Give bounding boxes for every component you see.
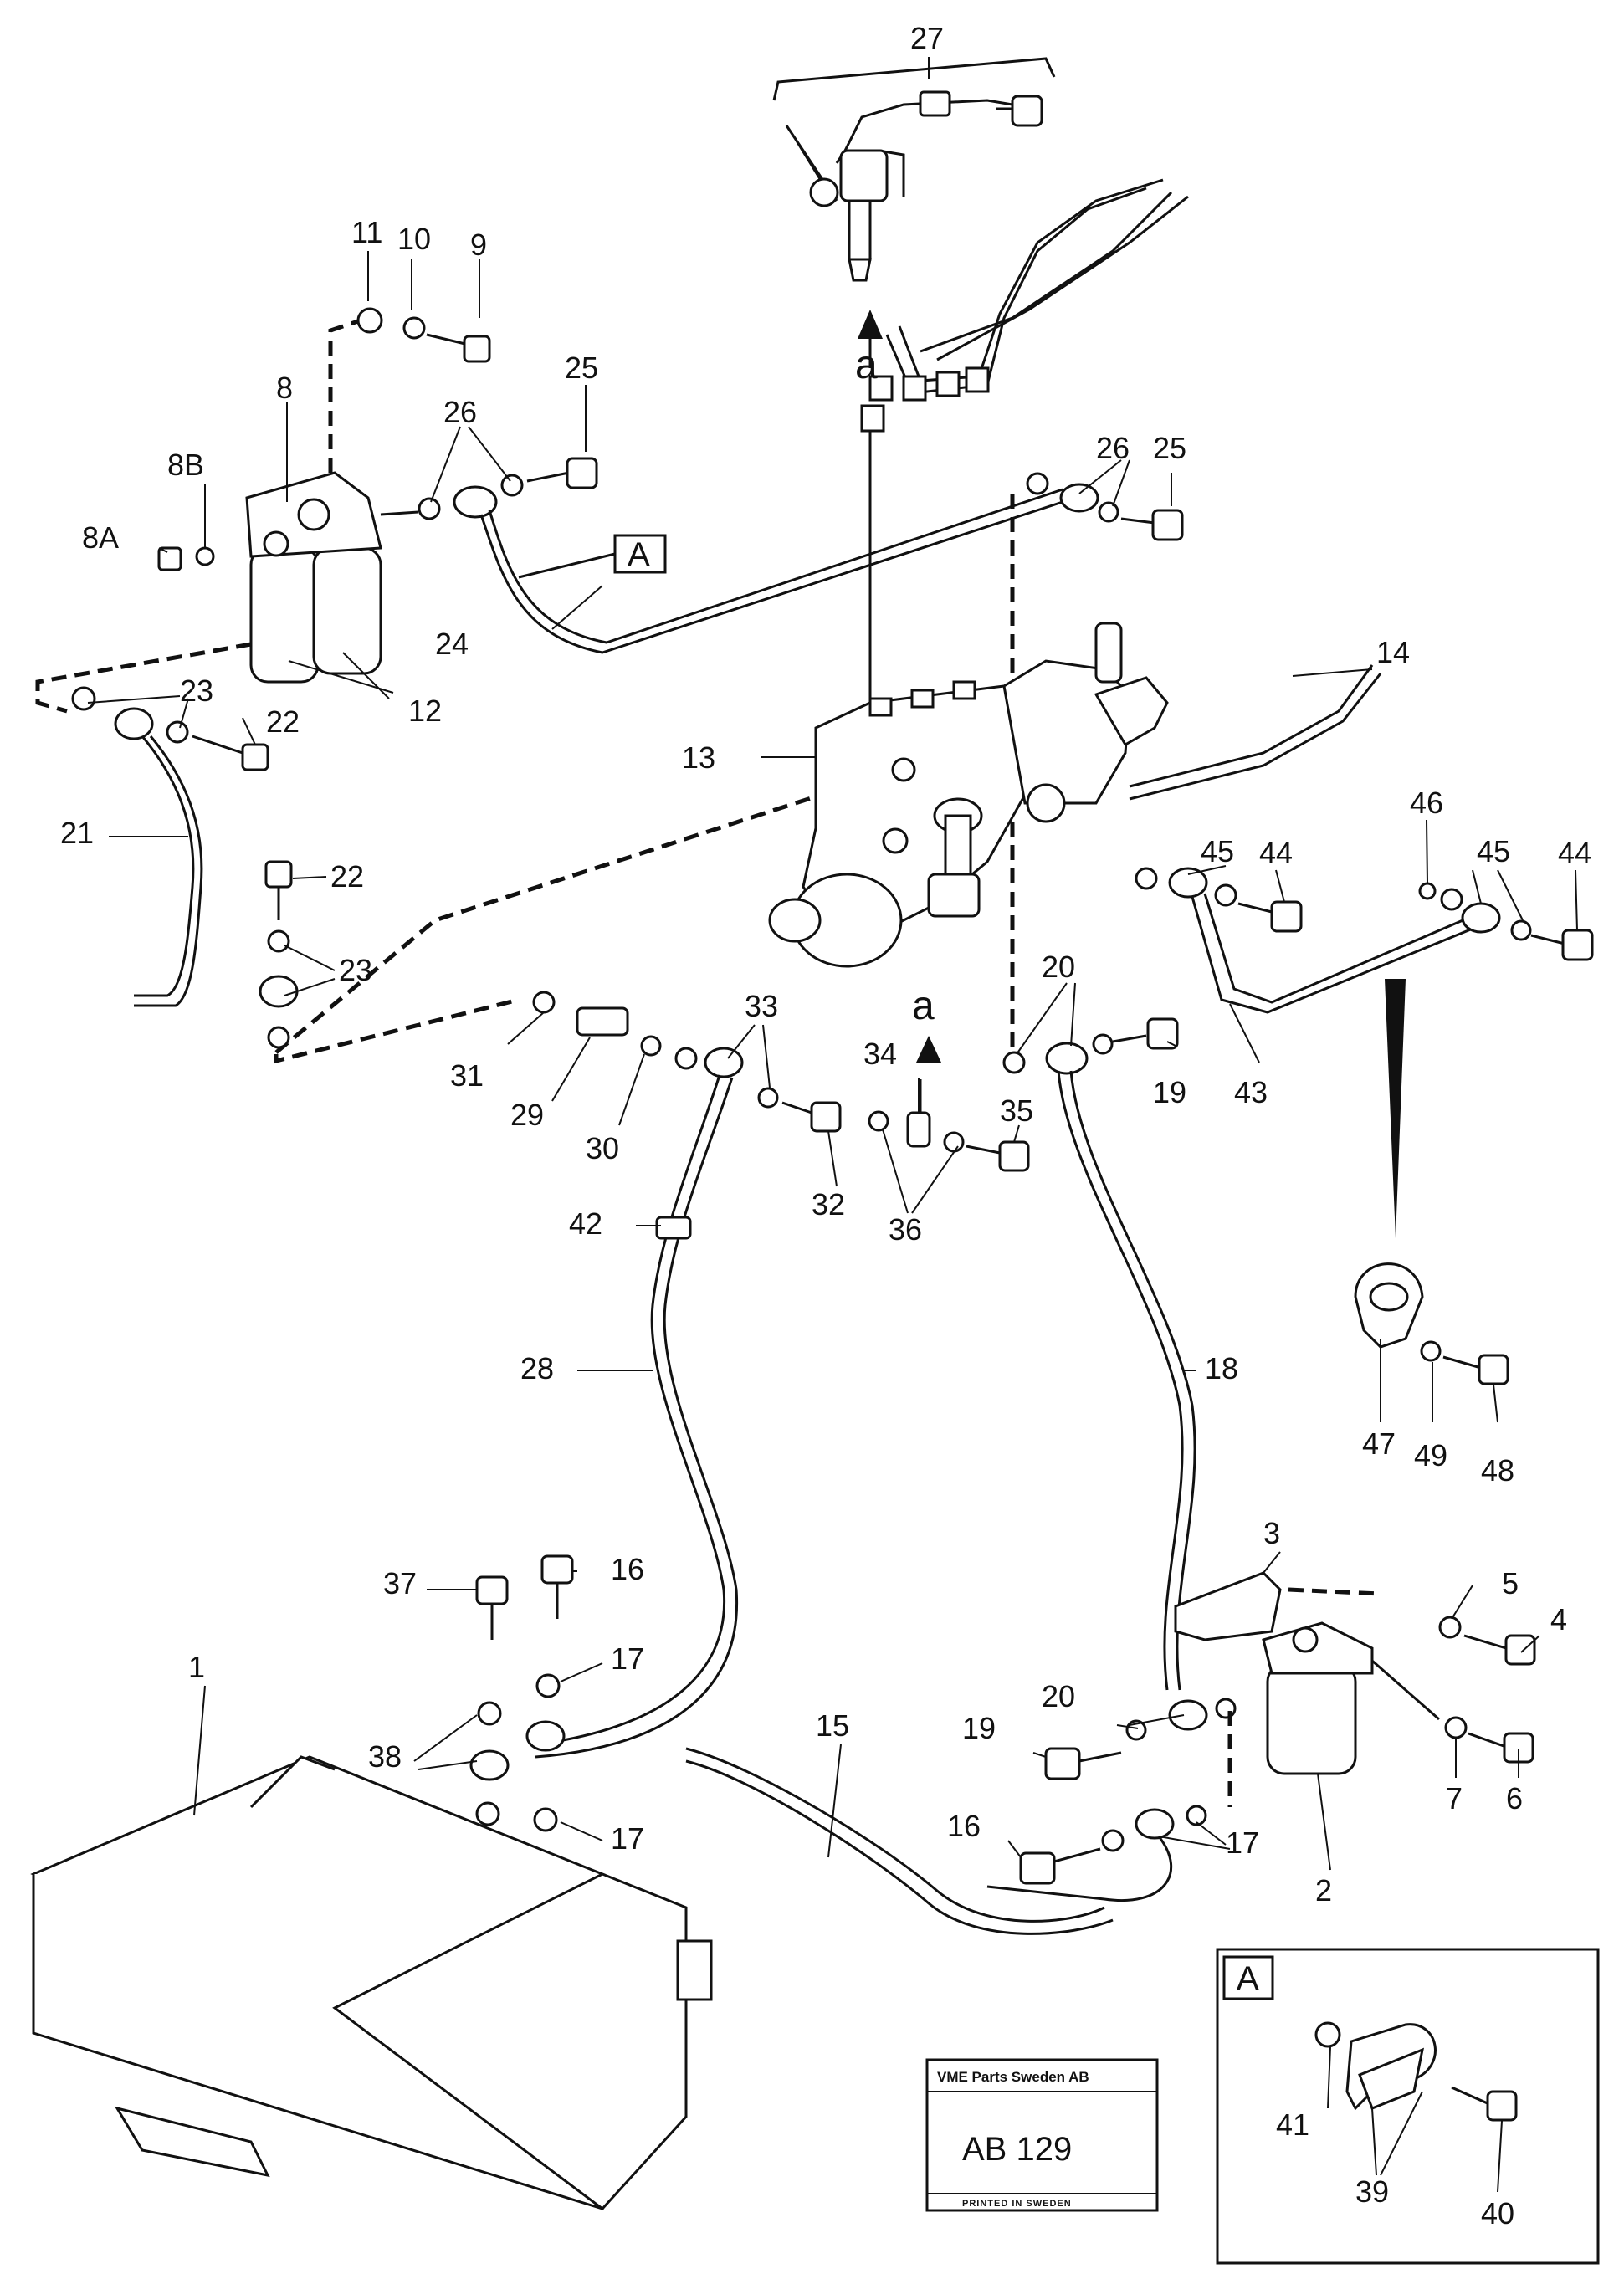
callout-48: 48 [1481, 1453, 1514, 1488]
callout-20-lower: 20 [1042, 1679, 1075, 1713]
callout-49: 49 [1414, 1438, 1447, 1472]
banjo-line-left [71, 686, 299, 1049]
callout-7: 7 [1446, 1781, 1463, 1815]
callout-36: 36 [889, 1212, 922, 1247]
callout-25-right: 25 [1153, 431, 1186, 465]
callout-24: 24 [435, 627, 469, 661]
callout-29: 29 [510, 1098, 544, 1132]
callout-28: 28 [520, 1351, 554, 1385]
callout-41: 41 [1276, 2107, 1309, 2142]
callout-8a: 8A [82, 520, 119, 555]
callout-25-left: 25 [565, 351, 598, 385]
callout-8: 8 [276, 371, 293, 405]
stamp-footer: PRINTED IN SWEDEN [962, 2199, 1072, 2209]
callout-38: 38 [368, 1739, 402, 1774]
view-arrow-label-lower: a [912, 984, 935, 1028]
callout-23-upper: 23 [180, 673, 213, 708]
callout-16-upper: 16 [611, 1552, 644, 1586]
callout-19-upper: 19 [1153, 1075, 1186, 1109]
callout-23-lower: 23 [339, 953, 372, 987]
callout-11: 11 [351, 215, 382, 249]
bolt-washers-9-11 [356, 307, 491, 363]
callout-30: 30 [586, 1131, 619, 1165]
parts-stamp: VME Parts Sweden AB AB 129 PRINTED IN SW… [925, 2058, 1159, 2212]
injection-pump [768, 622, 1382, 968]
callout-17-upper: 17 [611, 1641, 644, 1676]
callout-27: 27 [910, 21, 944, 55]
callout-15: 15 [816, 1708, 849, 1743]
callout-42: 42 [569, 1206, 602, 1241]
banjo-fitting-upper: A [418, 457, 1063, 654]
callout-16-lower: 16 [947, 1809, 981, 1843]
callout-35: 35 [1000, 1093, 1033, 1128]
callout-45-right: 45 [1477, 834, 1510, 868]
callout-1: 1 [188, 1650, 205, 1684]
detail-a-label: A [1237, 1960, 1259, 1997]
callout-17-right: 17 [1226, 1826, 1259, 1860]
fuel-filter-lower [1174, 1571, 1536, 1775]
callout-31: 31 [450, 1058, 484, 1093]
callout-4: 4 [1550, 1602, 1567, 1636]
callout-18: 18 [1205, 1351, 1238, 1385]
callout-46: 46 [1410, 786, 1443, 820]
callout-8b: 8B [167, 448, 204, 482]
callout-40: 40 [1481, 2196, 1514, 2230]
callout-5: 5 [1502, 1566, 1519, 1600]
callout-39: 39 [1355, 2174, 1389, 2209]
leader-lines [87, 57, 1578, 2193]
callout-2: 2 [1315, 1873, 1332, 1908]
callout-14: 14 [1376, 635, 1410, 669]
callout-6: 6 [1506, 1781, 1523, 1815]
detail-a-box: A [1216, 1948, 1600, 2265]
callout-19-lower: 19 [962, 1711, 996, 1745]
fuel-filter-upper [157, 315, 419, 684]
callout-17-lower: 17 [611, 1821, 644, 1856]
callout-13: 13 [682, 740, 715, 775]
view-arrow-label: a [855, 343, 878, 387]
callout-44-right: 44 [1558, 836, 1591, 870]
callout-37: 37 [383, 1566, 417, 1600]
callout-22-lower: 22 [330, 859, 364, 894]
callout-labels: 27 11 10 9 25 8 8B 8A 26 24 12 23 22 21 … [60, 21, 1591, 2230]
callout-34: 34 [863, 1037, 897, 1071]
callout-44-left: 44 [1259, 836, 1293, 870]
callout-12: 12 [408, 694, 442, 728]
callout-43: 43 [1234, 1075, 1268, 1109]
fuel-tank [30, 1755, 713, 2211]
injector-assembly: a [772, 57, 1189, 728]
clamp-detail-right [1354, 1262, 1509, 1385]
callout-22-upper: 22 [266, 704, 300, 739]
callout-32: 32 [812, 1187, 845, 1221]
return-line-right [1135, 867, 1594, 1238]
detail-a-reference-label: A [628, 536, 650, 573]
callout-10: 10 [397, 222, 431, 256]
callout-26-left: 26 [443, 395, 477, 429]
stamp-code: AB 129 [962, 2131, 1072, 2168]
stamp-company: VME Parts Sweden AB [937, 2069, 1089, 2085]
callout-3: 3 [1263, 1516, 1280, 1550]
banjo-fitting-mid [1002, 1017, 1196, 1691]
callout-20-upper: 20 [1042, 950, 1075, 984]
fittings-lower [986, 1698, 1237, 1902]
callout-33: 33 [745, 989, 778, 1023]
callout-47: 47 [1362, 1426, 1396, 1461]
callout-45-left: 45 [1201, 834, 1234, 868]
callout-21: 21 [60, 816, 94, 850]
callout-26-right: 26 [1096, 431, 1130, 465]
banjo-fitting-upper-right [1010, 472, 1184, 1054]
callout-9: 9 [470, 228, 487, 262]
